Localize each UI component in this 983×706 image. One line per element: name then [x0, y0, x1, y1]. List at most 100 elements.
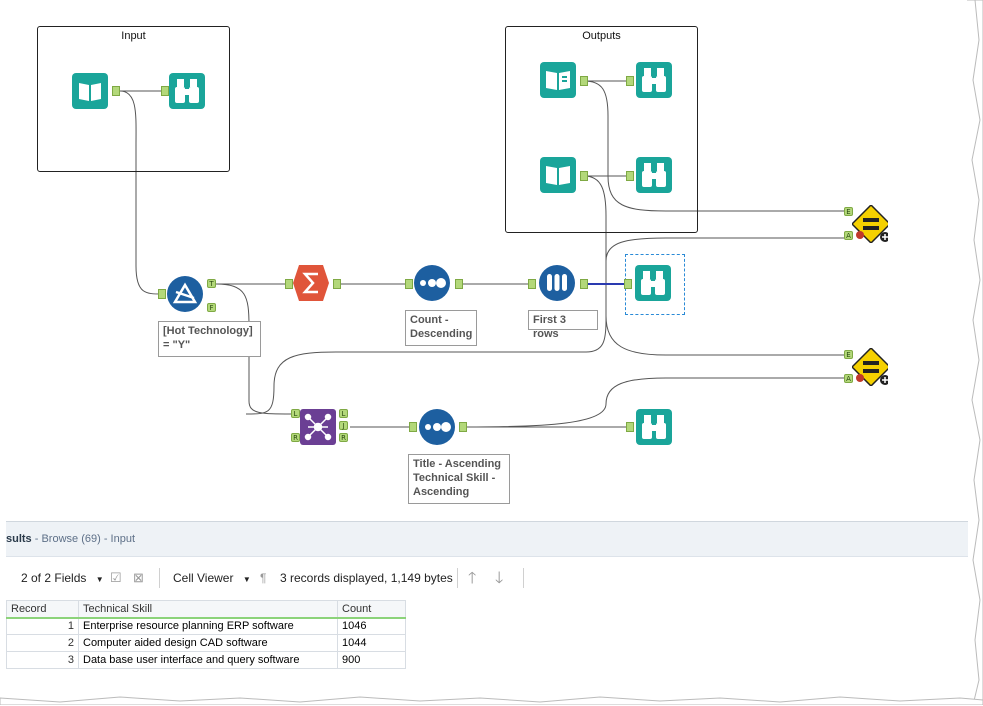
- browse-tool[interactable]: [636, 409, 672, 445]
- results-title-suffix: - Browse (69) - Input: [31, 533, 136, 545]
- deselect-icon[interactable]: ⊠: [133, 570, 144, 585]
- input-anchor[interactable]: [158, 289, 166, 299]
- record-cell[interactable]: 3: [6, 651, 79, 669]
- record-cell[interactable]: 2: [6, 634, 79, 652]
- input-data-tool[interactable]: [540, 62, 576, 98]
- toolbar-divider: [523, 568, 524, 588]
- cell-viewer-dropdown[interactable]: Cell Viewer ▼: [173, 571, 251, 585]
- summarize-tool[interactable]: [293, 265, 329, 301]
- input-anchor[interactable]: [626, 76, 634, 86]
- checkbox-icon[interactable]: ☑: [110, 570, 122, 585]
- annotation-line: First 3 rows: [533, 314, 567, 340]
- sample-annotation: First 3 rows: [528, 310, 598, 340]
- table-row[interactable]: 2 Computer aided design CAD software 104…: [6, 634, 406, 652]
- browse-tool[interactable]: [636, 157, 672, 193]
- output-anchor[interactable]: [112, 86, 120, 96]
- workflow-canvas[interactable]: Input Outputs: [6, 6, 968, 521]
- binoculars-icon: [636, 409, 672, 445]
- input-anchor[interactable]: [624, 279, 632, 289]
- table-row[interactable]: 1 Enterprise resource planning ERP softw…: [6, 617, 406, 635]
- input-data-tool[interactable]: [72, 73, 108, 109]
- container-title: Outputs: [582, 30, 621, 42]
- table-row[interactable]: 3 Data base user interface and query sof…: [6, 651, 406, 669]
- actual-anchor[interactable]: A: [844, 374, 853, 383]
- chevron-down-icon: ▼: [242, 575, 251, 584]
- skill-cell[interactable]: Data base user interface and query softw…: [78, 651, 338, 669]
- record-cell[interactable]: 1: [6, 617, 79, 635]
- sample-tool[interactable]: [539, 265, 575, 301]
- false-anchor[interactable]: F: [207, 303, 216, 312]
- sort-tool[interactable]: [419, 409, 455, 445]
- output-anchor[interactable]: [455, 279, 463, 289]
- annotation-line: [Hot Technology]: [163, 325, 253, 337]
- right-anchor[interactable]: R: [291, 433, 300, 442]
- records-info: 3 records displayed, 1,149 bytes: [280, 571, 453, 585]
- test-tubes-icon: [539, 265, 575, 301]
- equals-icon: [852, 348, 888, 386]
- torn-edge-right: [967, 0, 983, 705]
- output-anchor[interactable]: [333, 279, 341, 289]
- output-anchor[interactable]: [580, 171, 588, 181]
- input-anchor[interactable]: [626, 171, 634, 181]
- join-icon: [300, 409, 336, 445]
- annotation-line: Technical Skill -: [413, 472, 496, 484]
- column-header[interactable]: Record: [6, 600, 79, 619]
- table-header-row: Record Technical Skill Count: [6, 600, 406, 619]
- arrow-down-icon[interactable]: 🡓: [495, 570, 504, 587]
- count-cell[interactable]: 1046: [337, 617, 406, 635]
- count-cell[interactable]: 900: [337, 651, 406, 669]
- browse-tool[interactable]: [636, 62, 672, 98]
- sort-tool[interactable]: [414, 265, 450, 301]
- toolbar-divider: [159, 568, 160, 588]
- binoculars-icon: [636, 62, 672, 98]
- right-output-anchor[interactable]: R: [339, 433, 348, 442]
- results-header: sults - Browse (69) - Input: [6, 522, 968, 557]
- output-anchor[interactable]: [580, 76, 588, 86]
- true-anchor[interactable]: T: [207, 279, 216, 288]
- annotation-line: Count -: [410, 314, 449, 326]
- toolbar-divider: [457, 568, 458, 588]
- input-anchor[interactable]: [161, 86, 169, 96]
- column-header[interactable]: Technical Skill: [78, 600, 338, 619]
- sort-icon: [414, 265, 450, 301]
- annotation-line: = "Y": [163, 339, 191, 351]
- results-pane: sults - Browse (69) - Input 2 of 2 Field…: [6, 521, 968, 706]
- count-cell[interactable]: 1044: [337, 634, 406, 652]
- input-anchor[interactable]: [626, 422, 634, 432]
- binoculars-icon: [169, 73, 205, 109]
- pilcrow-icon[interactable]: ¶: [260, 571, 267, 585]
- binoculars-icon: [635, 265, 671, 301]
- actual-anchor[interactable]: A: [844, 231, 853, 240]
- test-tool[interactable]: [852, 348, 888, 386]
- input-anchor[interactable]: [405, 279, 413, 289]
- input-anchor[interactable]: [285, 279, 293, 289]
- output-anchor[interactable]: [459, 422, 467, 432]
- sigma-icon: [293, 265, 329, 301]
- expected-anchor[interactable]: E: [844, 350, 853, 359]
- results-toolbar: 2 of 2 Fields ▼ ☑ ⊠ Cell Viewer ▼ ¶ 3 re…: [6, 558, 968, 598]
- fields-dropdown[interactable]: 2 of 2 Fields ▼: [21, 571, 104, 585]
- skill-cell[interactable]: Computer aided design CAD software: [78, 634, 338, 652]
- output-anchor[interactable]: [580, 279, 588, 289]
- book-icon: [72, 73, 108, 109]
- column-header[interactable]: Count: [337, 600, 406, 619]
- input-anchor[interactable]: [528, 279, 536, 289]
- join-tool[interactable]: [300, 409, 336, 445]
- left-output-anchor[interactable]: L: [339, 409, 348, 418]
- filter-tool[interactable]: [167, 276, 203, 312]
- outputs-container[interactable]: Outputs: [505, 26, 698, 233]
- input-anchor[interactable]: [409, 422, 417, 432]
- annotation-line: Title - Ascending: [413, 458, 502, 470]
- input-data-tool[interactable]: [540, 157, 576, 193]
- test-tool[interactable]: [852, 205, 888, 243]
- skill-cell[interactable]: Enterprise resource planning ERP softwar…: [78, 617, 338, 635]
- results-table: Record Technical Skill Count 1 Enterpris…: [6, 600, 406, 669]
- arrow-up-icon[interactable]: 🡑: [468, 570, 477, 587]
- input-container[interactable]: Input: [37, 26, 230, 172]
- browse-tool[interactable]: [169, 73, 205, 109]
- browse-tool[interactable]: [635, 265, 671, 301]
- left-anchor[interactable]: L: [291, 409, 300, 418]
- expected-anchor[interactable]: E: [844, 207, 853, 216]
- join-output-anchor[interactable]: J: [339, 421, 348, 430]
- binoculars-icon: [636, 157, 672, 193]
